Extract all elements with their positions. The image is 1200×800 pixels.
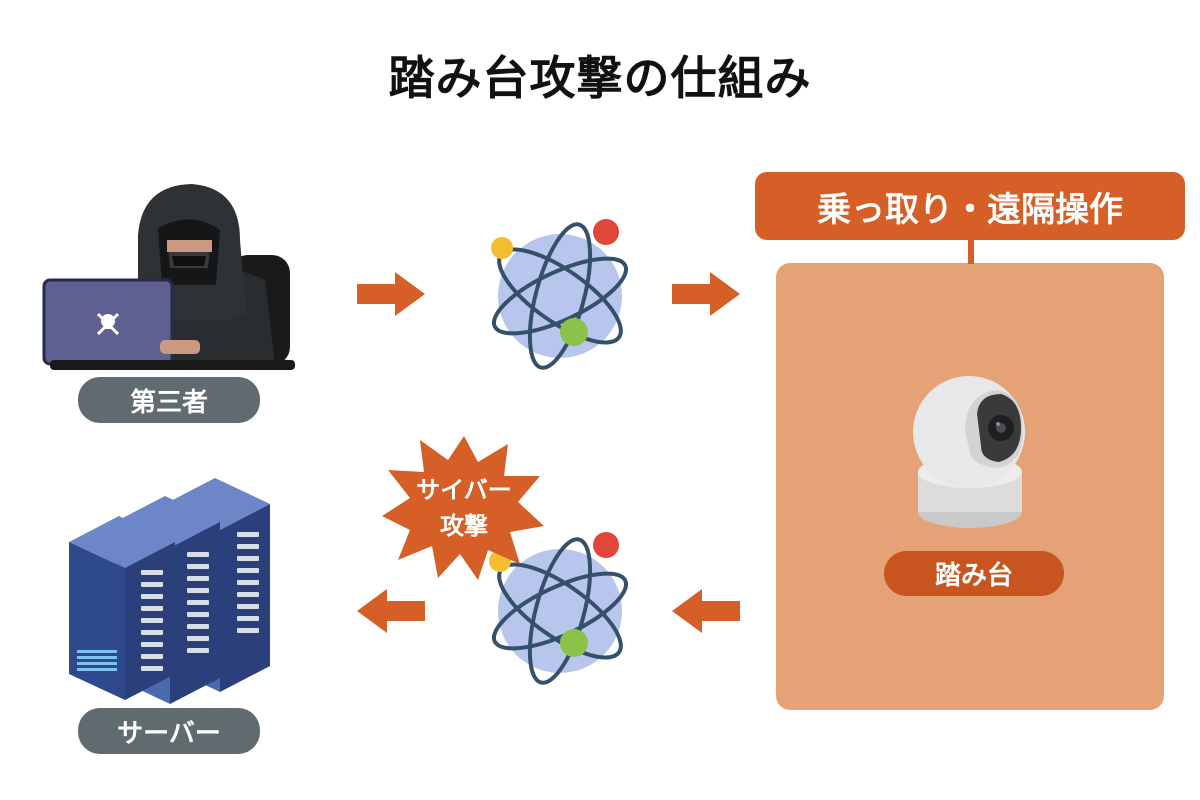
control-header: 乗っ取り・遠隔操作: [755, 172, 1185, 240]
header-connector: [968, 240, 974, 264]
globe-network-icon: [491, 219, 629, 370]
arrow-left-icon: [357, 589, 425, 633]
arrow-right-icon: [357, 272, 425, 316]
security-camera-icon: [913, 376, 1025, 528]
globe-network-icon: [489, 532, 629, 685]
attacker-label: 第三者: [78, 377, 260, 423]
diagram-title: 踏み台攻撃の仕組み: [388, 51, 812, 105]
cyber-attack-label-line1: サイバー: [416, 476, 512, 504]
hooded-hacker-icon: [42, 184, 295, 370]
arrow-left-icon: [672, 589, 740, 633]
server-label: サーバー: [78, 708, 260, 754]
stepping-stone-label: 踏み台: [884, 551, 1064, 596]
cyber-attack-label-line2: 攻撃: [440, 512, 488, 540]
arrow-right-icon: [672, 272, 740, 316]
cyber-attack-label: サイバー 攻撃: [386, 472, 542, 544]
explosion-burst-icon: [382, 436, 544, 580]
server-rack-icon: [69, 478, 270, 704]
